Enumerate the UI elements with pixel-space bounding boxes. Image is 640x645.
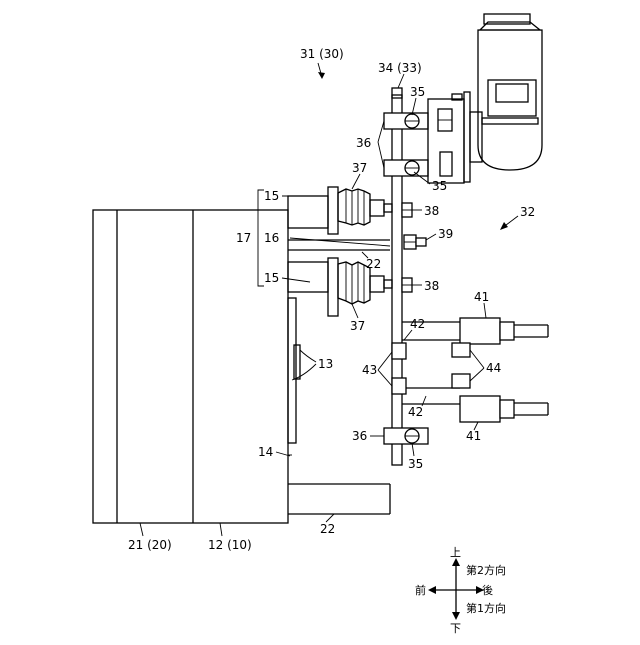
dir-up: 上 xyxy=(450,546,461,559)
sensor-41-lower xyxy=(402,388,548,422)
label-35-lower: 35 xyxy=(408,457,423,471)
label-21: 21 (20) xyxy=(128,538,172,552)
block-44-upper xyxy=(452,343,470,357)
bottom-rail xyxy=(288,484,390,514)
dir-first: 第1方向 xyxy=(466,601,506,615)
label-34: 34 (33) xyxy=(378,61,422,75)
nut-39 xyxy=(404,235,426,249)
plate-assembly xyxy=(288,187,390,316)
label-43: 43 xyxy=(362,363,377,377)
label-31: 31 (30) xyxy=(300,47,344,61)
label-32: 32 xyxy=(520,205,535,219)
dir-second: 第2方向 xyxy=(466,563,506,577)
label-39: 39 xyxy=(438,227,453,241)
label-38-lower: 38 xyxy=(424,279,439,293)
clamp-36-bottom xyxy=(384,428,428,444)
label-36-top: 36 xyxy=(356,136,371,150)
vertical-post xyxy=(392,88,402,465)
leader-lines xyxy=(140,63,518,536)
label-12: 12 (10) xyxy=(208,538,252,552)
dir-down: 下 xyxy=(450,622,461,635)
label-35-top: 35 xyxy=(410,85,425,99)
clamp-36-top xyxy=(384,113,428,129)
label-15-lower: 15 xyxy=(264,271,279,285)
block-43-upper xyxy=(392,343,406,359)
nut-38-lower xyxy=(402,278,412,292)
label-35-mid: 35 xyxy=(432,179,447,193)
block-43-lower xyxy=(392,378,406,394)
label-37-upper: 37 xyxy=(352,161,367,175)
reference-labels: 31 (30) 34 (33) 35 36 35 37 38 15 16 17 … xyxy=(128,47,535,552)
sensor-bracket xyxy=(428,92,482,183)
label-42-upper: 42 xyxy=(410,317,425,331)
label-36-lower: 36 xyxy=(352,429,367,443)
side-panel xyxy=(288,298,300,455)
label-15-upper: 15 xyxy=(264,189,279,203)
label-17: 17 xyxy=(236,231,251,245)
label-16: 16 xyxy=(264,231,279,245)
direction-indicator: 上 下 前 後 第2方向 第1方向 xyxy=(415,546,506,635)
camera-unit xyxy=(478,14,542,170)
label-41-lower: 41 xyxy=(466,429,481,443)
label-13: 13 xyxy=(318,357,333,371)
nut-38-upper xyxy=(402,203,412,217)
label-22-inner: 22 xyxy=(366,257,381,271)
bellows-lower xyxy=(338,262,392,304)
label-14: 14 xyxy=(258,445,273,459)
label-22-bottom: 22 xyxy=(320,522,335,536)
label-37-lower: 37 xyxy=(350,319,365,333)
machine-body xyxy=(93,210,288,523)
label-41-upper: 41 xyxy=(474,290,489,304)
clamp-36-mid xyxy=(384,160,428,176)
dir-front: 前 xyxy=(415,583,426,597)
dir-back: 後 xyxy=(482,583,493,597)
bellows-upper xyxy=(338,189,392,225)
label-44: 44 xyxy=(486,361,501,375)
label-38-upper: 38 xyxy=(424,204,439,218)
label-42-lower: 42 xyxy=(408,405,423,419)
block-44-lower xyxy=(452,374,470,388)
